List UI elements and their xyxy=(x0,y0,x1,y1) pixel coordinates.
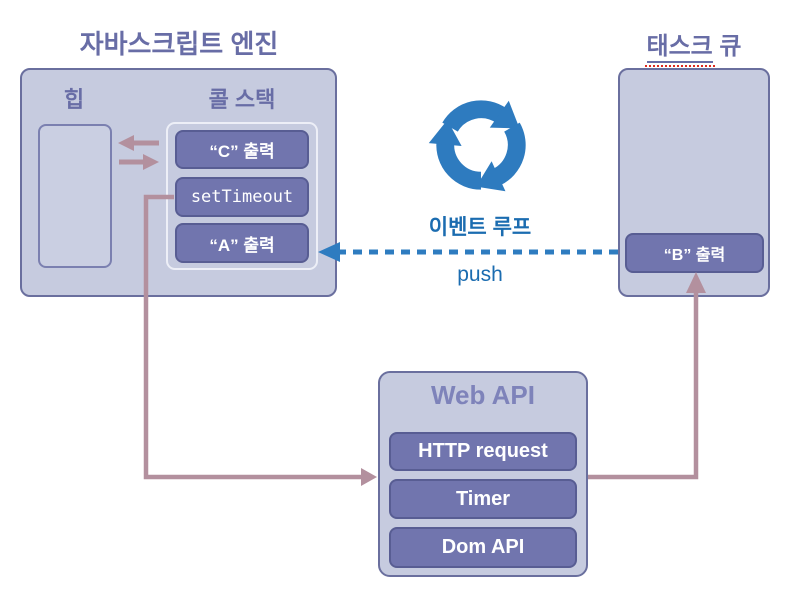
task-queue-title-underlined: 태스크 xyxy=(646,33,713,63)
event-loop-push-arrow xyxy=(318,242,618,262)
stack-item-print-a: “A” 출력 xyxy=(175,223,309,263)
event-loop-label: 이벤트 루프 xyxy=(428,216,532,239)
web-api-item-http-request: HTTP request xyxy=(389,432,577,471)
web-api-item-timer: Timer xyxy=(389,479,577,519)
web-api-title: Web API xyxy=(430,380,535,410)
push-label: push xyxy=(457,263,503,286)
heap-label: 힙 xyxy=(63,87,85,112)
stack-item-print-c: “C” 출력 xyxy=(175,130,309,169)
heap-box xyxy=(38,124,112,268)
queue-item-print-b: “B” 출력 xyxy=(625,233,764,273)
webapi-to-task-queue-arrow xyxy=(588,272,706,480)
call-stack-label: 콜 스택 xyxy=(208,87,276,112)
circular-arrows-icon xyxy=(426,100,536,200)
task-queue-title-rest: 큐 xyxy=(712,33,742,60)
task-queue-title: 태스크 큐 xyxy=(610,26,778,63)
web-api-item-dom-api: Dom API xyxy=(389,527,577,568)
javascript-engine-title: 자바스크립트 엔진 xyxy=(79,29,279,59)
stack-item-settimeout: setTimeout xyxy=(175,177,309,217)
